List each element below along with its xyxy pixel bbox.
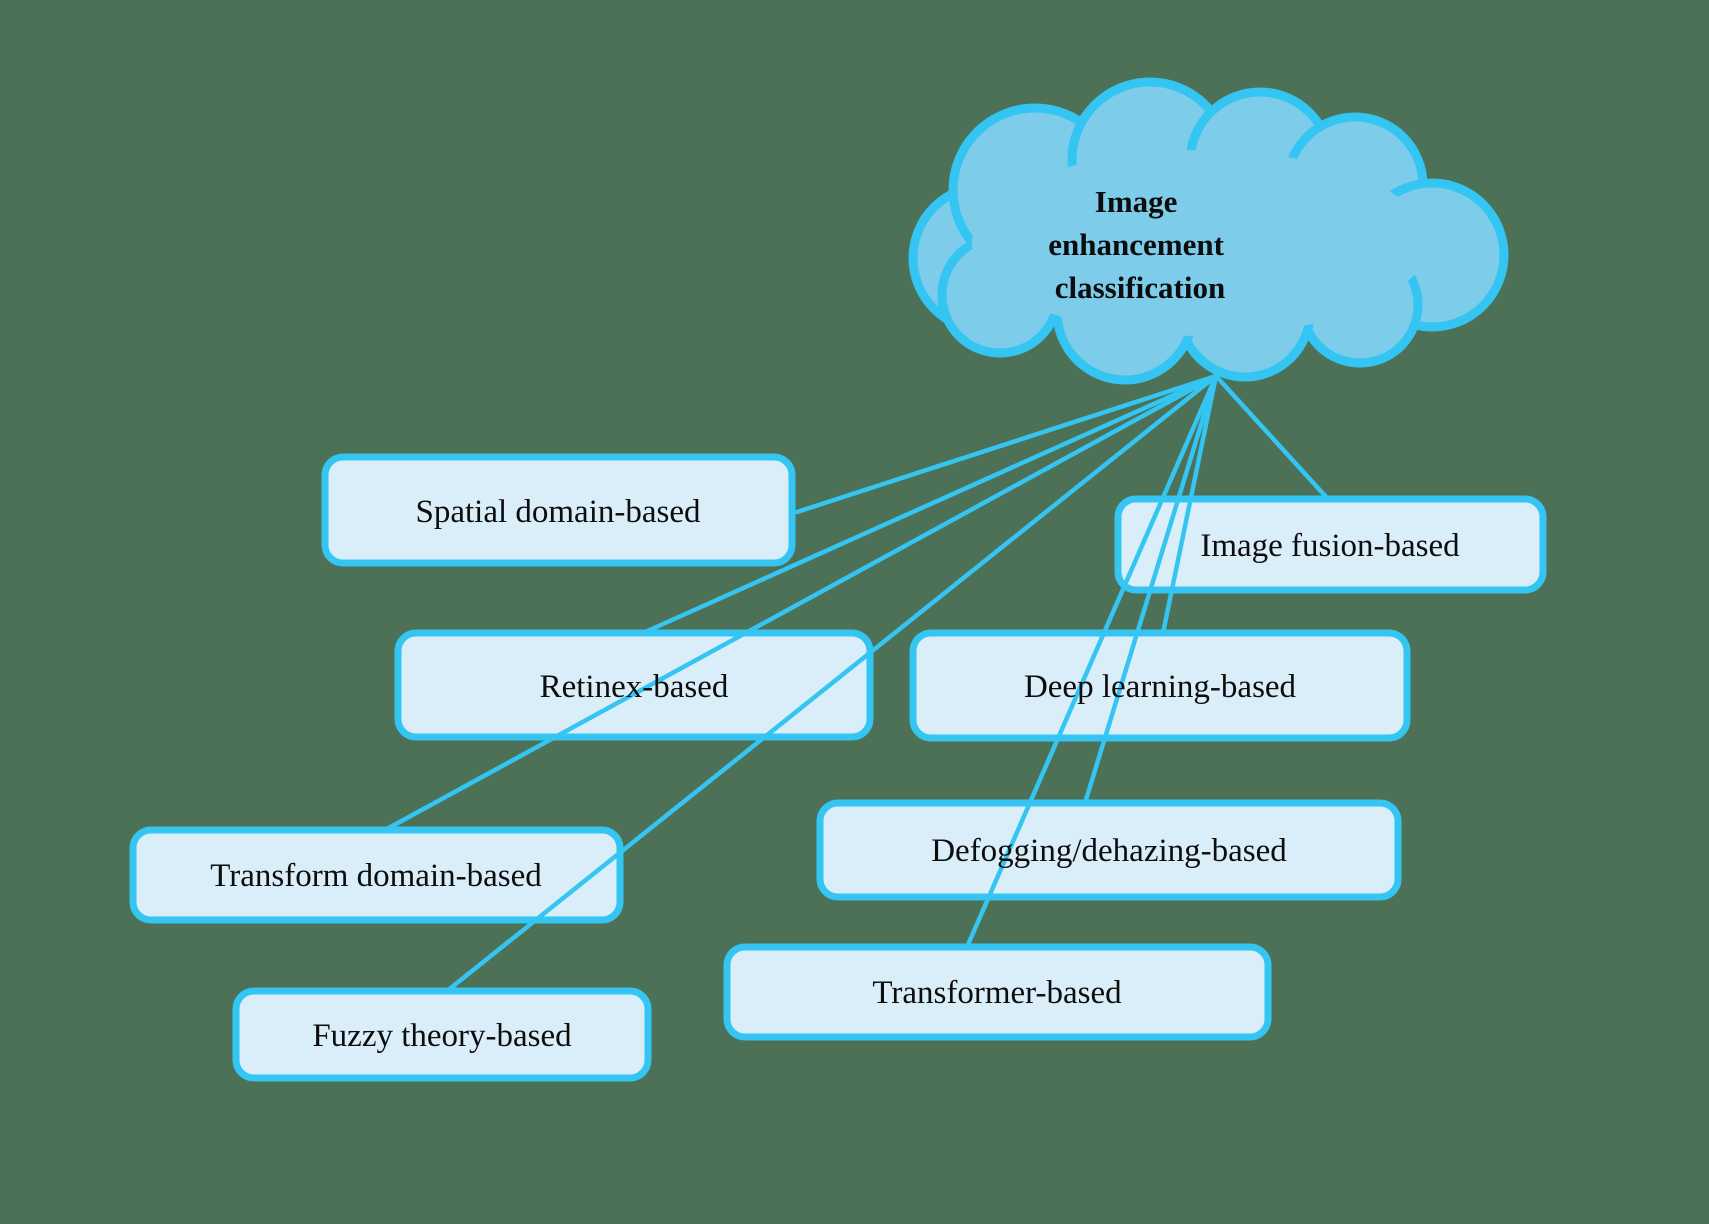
edge-line-to-transformer-based — [964, 373, 1219, 950]
edge-lines — [382, 373, 1331, 994]
node-label-defogging-dehazing-based: Defogging/dehazing-based — [931, 833, 1287, 869]
node-box-retinex-based — [394, 629, 874, 741]
node-box-fuzzy-theory-based — [232, 987, 652, 1082]
edge-line-to-deep-learning-based — [1160, 373, 1219, 636]
node-box-image-fusion-based — [1114, 495, 1547, 594]
node-label-image-fusion-based: Image fusion-based — [1200, 528, 1460, 564]
node-label-fuzzy-theory-based: Fuzzy theory-based — [312, 1018, 572, 1054]
edge-line-to-spatial-domain-based — [794, 373, 1219, 515]
node-label-deep-learning-based: Deep learning-based — [1024, 669, 1297, 705]
cloud-title-line-1: Image — [1095, 184, 1178, 219]
node-label-transformer-based: Transformer-based — [872, 975, 1122, 1011]
cloud-core — [972, 150, 1428, 336]
node-box-defogging-dehazing-based — [816, 799, 1402, 901]
node-box-deep-learning-based — [909, 629, 1411, 742]
edge-line-to-retinex-based — [640, 373, 1219, 636]
edge-line-to-transform-domain-based — [382, 373, 1219, 833]
node-label-spatial-domain-based: Spatial domain-based — [415, 494, 701, 530]
node-box-spatial-domain-based — [321, 453, 796, 567]
node-label-retinex-based: Retinex-based — [540, 669, 729, 705]
edge-line-to-image-fusion-based — [1213, 373, 1331, 502]
node-boxes — [129, 453, 1547, 1082]
node-labels: Spatial domain-based Image fusion-based … — [210, 494, 1460, 1054]
cloud-title-line-2: enhancement — [1048, 227, 1224, 262]
root-cloud: Image enhancement classification — [908, 77, 1509, 385]
node-label-transform-domain-based: Transform domain-based — [210, 858, 542, 894]
cloud-title: Image enhancement classification — [1048, 184, 1231, 305]
node-box-transform-domain-based — [129, 826, 624, 924]
edge-line-to-defogging-dehazing-based — [1082, 373, 1219, 806]
edge-line-to-fuzzy-theory-based — [444, 373, 1219, 994]
cloud-title-line-3: classification — [1055, 270, 1226, 305]
node-box-transformer-based — [723, 943, 1272, 1041]
